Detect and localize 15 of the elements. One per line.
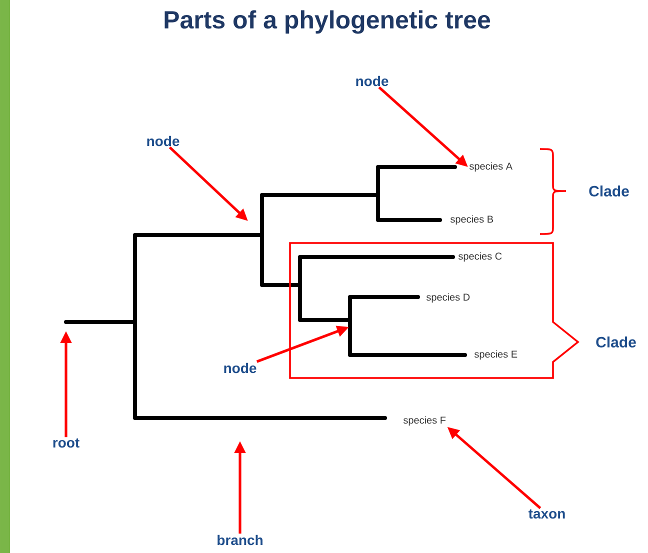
species-label: species C bbox=[458, 252, 502, 262]
species-label: species E bbox=[474, 350, 518, 360]
title: Parts of a phylogenetic tree bbox=[164, 10, 490, 34]
node-label: node bbox=[224, 362, 256, 374]
species-label: species A bbox=[469, 162, 513, 172]
clade-label: Clade bbox=[596, 336, 636, 348]
species-label: species F bbox=[403, 416, 446, 426]
clade-label: Clade bbox=[589, 185, 629, 196]
node-label: node bbox=[147, 136, 180, 146]
species-label: species B bbox=[450, 215, 494, 225]
node-label: node bbox=[356, 76, 388, 86]
species-label: species D bbox=[426, 293, 470, 303]
node-label: branch bbox=[218, 534, 262, 546]
node-label: root bbox=[53, 438, 80, 448]
node-label: taxon bbox=[528, 509, 565, 519]
